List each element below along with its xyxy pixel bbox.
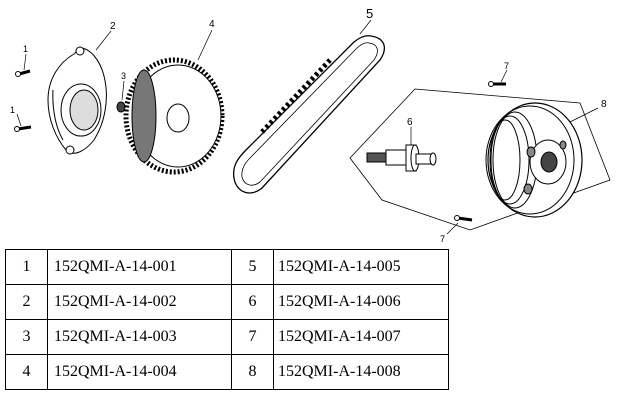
part-number: 5 (231, 249, 274, 285)
part-1-bolt-lower (14, 125, 32, 132)
part-code: 152QMI-A-14-006 (273, 284, 449, 320)
part-8-group-outline (349, 88, 611, 231)
callout-6: 6 (407, 117, 413, 128)
callout-8: 8 (601, 99, 607, 110)
part-number: 3 (5, 319, 48, 355)
part-number: 1 (5, 249, 48, 285)
part-7-bolt-lower (454, 215, 473, 222)
callout-5: 5 (366, 6, 373, 21)
callout-7b: 7 (440, 234, 445, 244)
table-row: 3 152QMI-A-14-003 7 152QMI-A-14-007 (5, 319, 449, 355)
part-code: 152QMI-A-14-001 (47, 249, 232, 285)
exploded-parts-diagram: 1 1 2 3 4 5 6 7 7 8 (10, 6, 611, 244)
part-number: 6 (231, 284, 274, 320)
part-7-bolt-upper (488, 81, 506, 87)
part-code: 152QMI-A-14-004 (47, 354, 232, 390)
callout-3: 3 (121, 71, 126, 81)
part-number: 2 (5, 284, 48, 320)
part-4-gear (123, 57, 225, 175)
callout-1b: 1 (10, 105, 15, 115)
callout-4: 4 (209, 19, 215, 30)
part-number: 4 (5, 354, 48, 390)
table-row: 1 152QMI-A-14-001 5 152QMI-A-14-005 (5, 249, 449, 285)
part-code: 152QMI-A-14-008 (273, 354, 449, 390)
part-2-cover-plate (47, 46, 107, 155)
part-6-shaft (366, 144, 437, 172)
parts-table: 1 152QMI-A-14-001 5 152QMI-A-14-005 2 15… (5, 249, 449, 390)
part-number: 7 (231, 319, 274, 355)
table-row: 4 152QMI-A-14-004 8 152QMI-A-14-008 (5, 354, 449, 390)
part-number: 8 (231, 354, 274, 390)
part-8-clutch-assembly (485, 102, 583, 218)
part-5-belt (232, 35, 386, 194)
part-code: 152QMI-A-14-007 (273, 319, 449, 355)
part-code: 152QMI-A-14-002 (47, 284, 232, 320)
table-row: 2 152QMI-A-14-002 6 152QMI-A-14-006 (5, 284, 449, 320)
part-code: 152QMI-A-14-003 (47, 319, 232, 355)
part-1-bolt-upper (15, 69, 31, 77)
callout-7a: 7 (504, 61, 509, 71)
callout-1a: 1 (23, 44, 28, 54)
callout-2: 2 (110, 21, 116, 32)
part-code: 152QMI-A-14-005 (273, 249, 449, 285)
